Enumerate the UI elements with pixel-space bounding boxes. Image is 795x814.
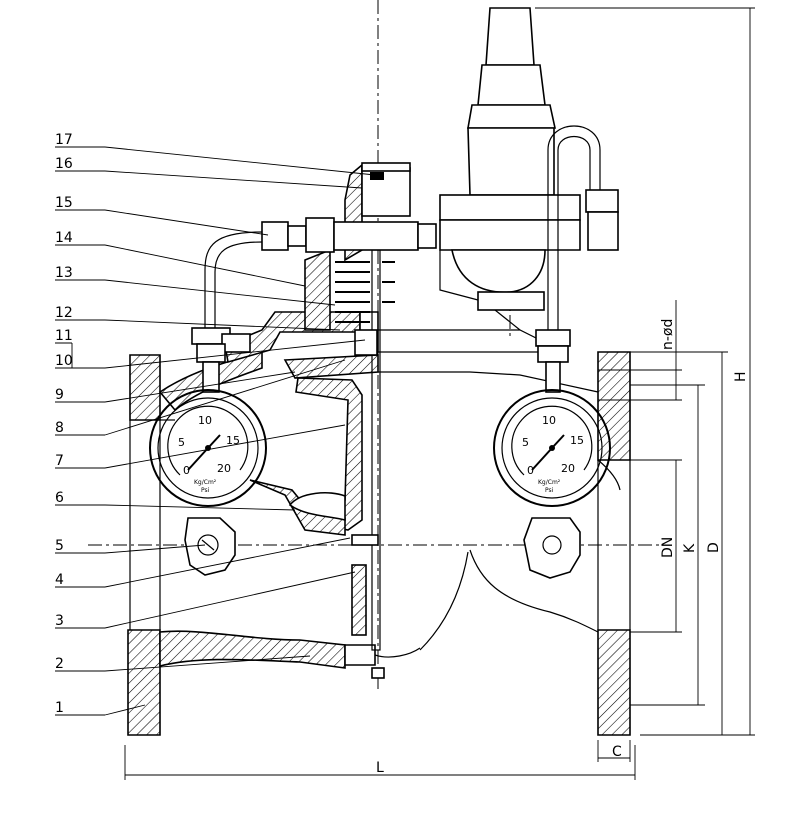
- gauge-right-0: 0: [527, 464, 534, 477]
- pilot-neck: [467, 104, 556, 129]
- right-flange-bottom: [597, 629, 631, 736]
- dim-L-label: L: [376, 760, 384, 776]
- left-flange-bottom: [127, 629, 161, 736]
- callout-numbers: 17 16 15 14 13 12 11 10 9 8 7 6 5 4 3 2 …: [55, 132, 73, 716]
- bottom-cover: [344, 644, 376, 666]
- seat-nut: [351, 534, 379, 546]
- pilot-nozzle: [477, 291, 545, 311]
- indicator-cap: [361, 167, 411, 217]
- valve-body: [127, 162, 631, 736]
- dimension-H: H: [535, 7, 755, 736]
- fitting-right: [417, 223, 437, 249]
- callout-16: 16: [55, 156, 73, 172]
- callout-17: 17: [55, 132, 73, 148]
- right-flange-top: [597, 351, 631, 461]
- gauge-connector-left: [196, 343, 226, 363]
- vent-screw: [370, 172, 384, 180]
- pilot-lock-nut: [477, 64, 546, 106]
- gauge-right-15: 15: [570, 434, 584, 447]
- dim-C-label: C: [612, 744, 622, 760]
- callout-5: 5: [55, 538, 64, 554]
- u-tube-outer: [547, 125, 601, 330]
- fitting-body: [333, 221, 419, 251]
- pilot-body-lower: [451, 249, 546, 293]
- gauge-left-15: 15: [226, 434, 240, 447]
- right-gauge: 5 10 15 20 0 Kg/Cm² Psi: [493, 389, 611, 507]
- dimension-holes: n-ød: [598, 300, 682, 401]
- spring-housing: [304, 248, 331, 331]
- dim-D-label: D: [706, 542, 722, 553]
- disc: [288, 491, 346, 522]
- indicator-top: [361, 162, 411, 172]
- dim-holes-label: n-ød: [660, 319, 676, 350]
- callout-9: 9: [55, 387, 64, 403]
- gauge-right-20: 20: [561, 462, 575, 475]
- pilot-bonnet: [467, 127, 555, 196]
- dimension-K: K: [630, 384, 705, 706]
- callout-15: 15: [55, 195, 73, 211]
- callout-leaders: [55, 146, 376, 716]
- fitting-left-3: [305, 217, 335, 253]
- callout-2: 2: [55, 656, 64, 672]
- u-tube-elbow: [587, 211, 619, 251]
- spring: [335, 261, 395, 323]
- body-bottom-wall: [159, 630, 346, 669]
- dimension-C: C: [597, 740, 631, 762]
- dim-K-label: K: [682, 543, 698, 553]
- left-ball-valve: [184, 517, 236, 576]
- drain-plug: [371, 667, 385, 679]
- callout-6: 6: [55, 490, 64, 506]
- callout-11: 11: [55, 328, 73, 344]
- gauge-left-5: 5: [178, 436, 185, 449]
- dim-H-label: H: [733, 371, 749, 382]
- dimension-D: D: [630, 351, 728, 735]
- gauge-connector-right: [537, 345, 569, 363]
- dimension-L: L: [124, 745, 636, 780]
- left-tube-inner: [214, 241, 263, 328]
- gauge-right-unit2: Psi: [545, 487, 554, 494]
- fitting-left-2: [287, 225, 307, 247]
- gauge-left-10: 10: [198, 414, 212, 427]
- callout-10: 10: [55, 353, 73, 369]
- callout-14: 14: [55, 230, 73, 246]
- gauge-left-0: 0: [183, 464, 190, 477]
- callout-8: 8: [55, 420, 64, 436]
- pilot-body-upper: [439, 219, 581, 251]
- dimension-DN: DN: [630, 459, 682, 633]
- gauge-left-unit1: Kg/Cm²: [194, 479, 217, 486]
- right-tee: [535, 329, 571, 347]
- callout-4: 4: [55, 572, 64, 588]
- left-gauge: 5 10 15 20 0 Kg/Cm² Psi: [149, 389, 267, 507]
- callout-3: 3: [55, 613, 64, 629]
- callout-1: 1: [55, 700, 64, 716]
- callout-12: 12: [55, 305, 73, 321]
- callout-13: 13: [55, 265, 73, 281]
- pilot-valve: [439, 7, 619, 393]
- stem: [371, 249, 381, 651]
- u-tube-nut: [585, 189, 619, 213]
- pilot-adjust-screw: [485, 7, 535, 66]
- right-ball-valve: [523, 517, 581, 579]
- gauge-left-20: 20: [217, 462, 231, 475]
- dim-DN-label: DN: [660, 537, 676, 558]
- nut-11: [354, 329, 378, 356]
- callout-7: 7: [55, 453, 64, 469]
- gauge-right-10: 10: [542, 414, 556, 427]
- gauge-right-unit1: Kg/Cm²: [538, 479, 561, 486]
- gauge-left-unit2: Psi: [201, 487, 210, 494]
- gauge-stem-right: [545, 361, 561, 393]
- gauge-right-5: 5: [522, 436, 529, 449]
- u-tube-inner: [557, 136, 591, 330]
- pilot-diaphragm-flange: [439, 194, 581, 221]
- gauge-stem-left: [202, 361, 220, 393]
- guide-bushing: [351, 564, 367, 636]
- tee-side: [221, 333, 251, 353]
- diaphragm: [283, 354, 379, 379]
- fitting-left-1: [261, 221, 289, 251]
- left-tube-outer: [204, 231, 263, 328]
